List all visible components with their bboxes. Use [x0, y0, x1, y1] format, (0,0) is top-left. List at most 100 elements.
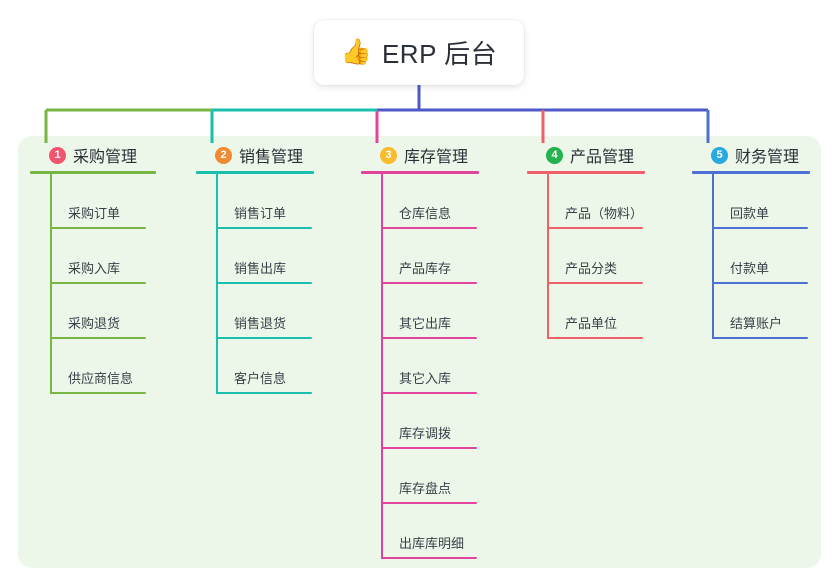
branch-item-label: 产品（物料）: [565, 206, 644, 221]
branch-spine: [547, 174, 549, 339]
branch-item-rule: [381, 392, 477, 394]
branch-item-rule: [50, 337, 146, 339]
branch-header-rule: [692, 171, 810, 174]
branch-item[interactable]: 其它出库: [381, 284, 521, 339]
branch-item[interactable]: 销售出库: [216, 229, 356, 284]
branch-header-5[interactable]: 5 财务管理: [692, 143, 839, 167]
branch-item-label: 采购入库: [68, 261, 121, 276]
branch-item-rule: [216, 282, 312, 284]
branch-header-rule: [196, 171, 314, 174]
branch-item[interactable]: 产品分类: [547, 229, 687, 284]
branch-item[interactable]: 产品库存: [381, 229, 521, 284]
branch-number-badge: 4: [546, 146, 563, 164]
branch-item[interactable]: 仓库信息: [381, 174, 521, 229]
branch-item-label: 客户信息: [234, 371, 287, 386]
branch-item-rule: [381, 227, 477, 229]
branch-item-label: 采购退货: [68, 316, 121, 331]
branch-item-rule: [547, 337, 643, 339]
branch-number-badge: 5: [711, 146, 728, 164]
branch-column-2: 2 销售管理销售订单销售出库销售退货客户信息: [196, 143, 356, 394]
branch-item-label: 销售出库: [234, 261, 287, 276]
root-node-card[interactable]: 👍 ERP 后台: [314, 20, 524, 85]
branch-item-label: 采购订单: [68, 206, 121, 221]
branch-header-2[interactable]: 2 销售管理: [196, 143, 356, 167]
branch-title: 库存管理: [404, 149, 469, 166]
branch-item-label: 付款单: [730, 261, 770, 276]
branch-item-rule: [50, 227, 146, 229]
branch-item[interactable]: 供应商信息: [50, 339, 190, 394]
branch-item-list: 回款单付款单结算账户: [712, 174, 839, 339]
branch-header-3[interactable]: 3 库存管理: [361, 143, 521, 167]
branch-item[interactable]: 销售订单: [216, 174, 356, 229]
branch-item-rule: [712, 337, 808, 339]
branch-item-rule: [547, 227, 643, 229]
branch-item-label: 其它出库: [399, 316, 452, 331]
branch-item[interactable]: 出库库明细: [381, 504, 521, 559]
branch-item[interactable]: 客户信息: [216, 339, 356, 394]
branch-column-1: 1 采购管理采购订单采购入库采购退货供应商信息: [30, 143, 190, 394]
branch-item-rule: [216, 337, 312, 339]
branch-item[interactable]: 产品单位: [547, 284, 687, 339]
branch-title: 财务管理: [735, 149, 800, 166]
branch-item[interactable]: 结算账户: [712, 284, 839, 339]
branch-item[interactable]: 采购入库: [50, 229, 190, 284]
thumbs-up-icon: 👍: [340, 38, 372, 66]
branch-item-list: 销售订单销售出库销售退货客户信息: [216, 174, 356, 394]
branch-number-badge: 3: [380, 146, 397, 164]
branch-item[interactable]: 产品（物料）: [547, 174, 687, 229]
branch-title: 产品管理: [570, 149, 635, 166]
branch-header-rule: [527, 171, 645, 174]
branch-spine: [216, 174, 218, 394]
branch-title: 采购管理: [73, 149, 138, 166]
branch-item[interactable]: 付款单: [712, 229, 839, 284]
branch-item[interactable]: 采购退货: [50, 284, 190, 339]
branch-item-list: 产品（物料） 产品分类产品单位: [547, 174, 687, 339]
branch-item[interactable]: 库存调拨: [381, 394, 521, 449]
branch-item-label: 产品库存: [399, 261, 452, 276]
branch-item-label: 产品分类: [565, 261, 618, 276]
branch-item-label: 销售订单: [234, 206, 287, 221]
branch-item-label: 库存调拨: [399, 426, 452, 441]
branch-title: 销售管理: [239, 149, 304, 166]
branch-column-4: 4 产品管理产品（物料） 产品分类产品单位: [527, 143, 687, 339]
branch-item-rule: [381, 282, 477, 284]
root-node-title: ERP 后台: [381, 39, 498, 69]
branch-item-label: 其它入库: [399, 371, 452, 386]
branch-item-rule: [712, 227, 808, 229]
branch-item-label: 供应商信息: [68, 371, 134, 386]
branch-spine: [712, 174, 714, 339]
branch-item-list: 采购订单采购入库采购退货供应商信息: [50, 174, 190, 394]
branch-item-rule: [381, 502, 477, 504]
branch-number-badge: 2: [215, 146, 232, 164]
branch-item-list: 仓库信息产品库存其它出库其它入库库存调拨库存盘点出库库明细: [381, 174, 521, 559]
branch-item-rule: [50, 392, 146, 394]
branch-item-rule: [216, 392, 312, 394]
branch-spine: [381, 174, 383, 559]
branch-item[interactable]: 库存盘点: [381, 449, 521, 504]
branch-item[interactable]: 采购订单: [50, 174, 190, 229]
branch-item-label: 回款单: [730, 206, 770, 221]
branch-header-rule: [30, 171, 156, 174]
branch-number-badge: 1: [49, 146, 66, 164]
branch-item-label: 库存盘点: [399, 481, 452, 496]
branch-item-label: 出库库明细: [399, 536, 465, 551]
branch-item-label: 销售退货: [234, 316, 287, 331]
branch-header-rule: [361, 171, 479, 174]
branch-item[interactable]: 其它入库: [381, 339, 521, 394]
branch-column-5: 5 财务管理回款单付款单结算账户: [692, 143, 839, 339]
branch-item-rule: [712, 282, 808, 284]
branch-header-1[interactable]: 1 采购管理: [30, 143, 190, 167]
branch-spine: [50, 174, 52, 394]
branch-item[interactable]: 回款单: [712, 174, 839, 229]
branch-item-rule: [50, 282, 146, 284]
branch-item-label: 仓库信息: [399, 206, 452, 221]
branch-item-label: 产品单位: [565, 316, 618, 331]
branch-header-4[interactable]: 4 产品管理: [527, 143, 687, 167]
branch-item-rule: [216, 227, 312, 229]
branch-item-rule: [547, 282, 643, 284]
branch-column-3: 3 库存管理仓库信息产品库存其它出库其它入库库存调拨库存盘点出库库明细: [361, 143, 521, 559]
branch-item-label: 结算账户: [730, 316, 783, 331]
branch-item[interactable]: 销售退货: [216, 284, 356, 339]
branch-item-rule: [381, 557, 477, 559]
